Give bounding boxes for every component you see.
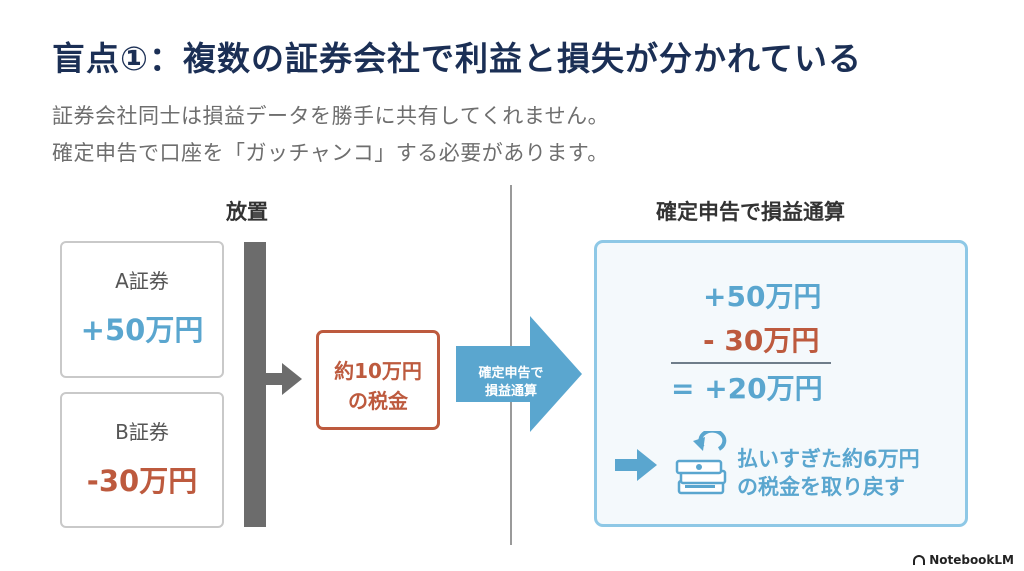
slide-title: 盲点①：複数の証券会社で利益と損失が分かれている [52, 39, 862, 78]
transition-arrow-icon [456, 316, 582, 432]
refund-line-2: の税金を取り戻す [737, 475, 905, 499]
right-arrow-icon [615, 449, 657, 481]
subtitle-line-1: 証券会社同士は損益データを勝手に共有してくれません。 [52, 104, 610, 128]
brand-label: NotebookLM [929, 553, 1014, 567]
transition-arrow-label-2: 損益通算 [484, 384, 537, 399]
account-b-name: B証券 [115, 420, 169, 444]
calc-profit: +50万円 [703, 280, 822, 313]
calc-result: = +20万円 [671, 372, 823, 405]
notebooklm-logo-icon [913, 555, 926, 565]
right-section-heading: 確定申告で損益通算 [656, 200, 845, 224]
money-refund-icon [675, 431, 727, 495]
left-section-heading: 放置 [226, 200, 268, 224]
tax-label: の税金 [348, 389, 408, 413]
transition-arrow-label-1: 確定申告で [478, 366, 544, 381]
calc-sum-line [671, 362, 831, 364]
account-a-value: +50万円 [80, 313, 204, 347]
subtitle-line-2: 確定申告で口座を「ガッチャンコ」する必要があります。 [52, 141, 609, 165]
account-b-value: -30万円 [86, 464, 198, 498]
right-arrow-icon [264, 363, 302, 395]
account-a-name: A証券 [115, 269, 169, 293]
merge-bar [244, 242, 266, 527]
refund-line-1: 払いすぎた約6万円 [737, 447, 920, 471]
calc-loss: - 30万円 [703, 324, 820, 357]
result-box: +50万円 - 30万円 = +20万円 払いすぎた約6万円 の税金を取り戻す [594, 240, 968, 527]
tax-box: 約10万円 の税金 [316, 330, 440, 430]
tax-amount: 約10万円 [334, 359, 422, 383]
account-card-a: A証券 +50万円 [60, 241, 224, 378]
notebooklm-brand: NotebookLM [913, 553, 1014, 567]
account-card-b: B証券 -30万円 [60, 392, 224, 528]
